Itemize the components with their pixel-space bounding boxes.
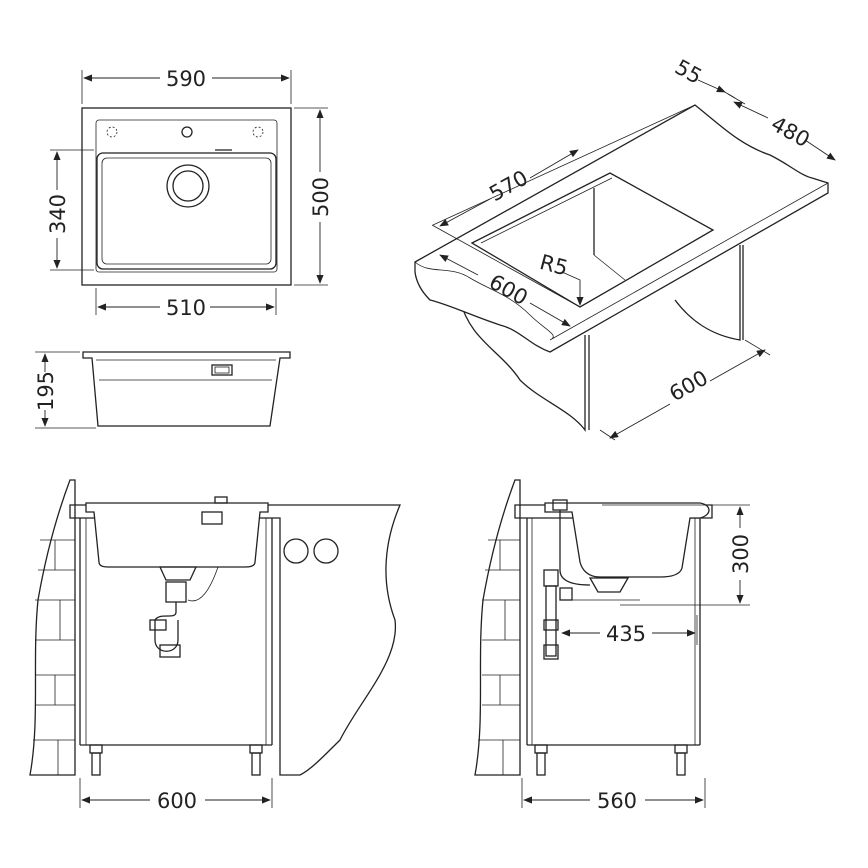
dim-55: 55 [671, 55, 706, 89]
iso-view: 570 600 R5 55 480 600 [414, 55, 836, 441]
drain-icon [166, 164, 210, 208]
dim-500: 500 [309, 177, 333, 217]
dim-340: 340 [46, 194, 70, 234]
side-install-view: 300 435 560 [474, 479, 753, 813]
tap-hole-icon [252, 126, 264, 138]
top-view: 590 340 500 510 [46, 67, 333, 320]
side-view: 195 [34, 351, 291, 429]
dim-510: 510 [166, 296, 206, 320]
dim-435: 435 [606, 622, 646, 646]
front-install-view: 600 [29, 479, 401, 813]
dim-195: 195 [34, 371, 58, 411]
dim-560: 560 [597, 789, 637, 813]
dim-300: 300 [729, 534, 753, 574]
tap-hole-icon [106, 126, 118, 138]
brick-wall [33, 539, 75, 775]
tap-hole-icon [313, 538, 339, 564]
tap-hole-icon [181, 126, 193, 138]
dim-600-cabinet-width: 600 [157, 789, 197, 813]
tap-hole-icon [283, 538, 309, 564]
brick-wall [478, 539, 520, 775]
dim-600-cabinet: 600 [665, 366, 712, 406]
dim-590: 590 [166, 67, 206, 91]
dim-480: 480 [767, 112, 814, 152]
